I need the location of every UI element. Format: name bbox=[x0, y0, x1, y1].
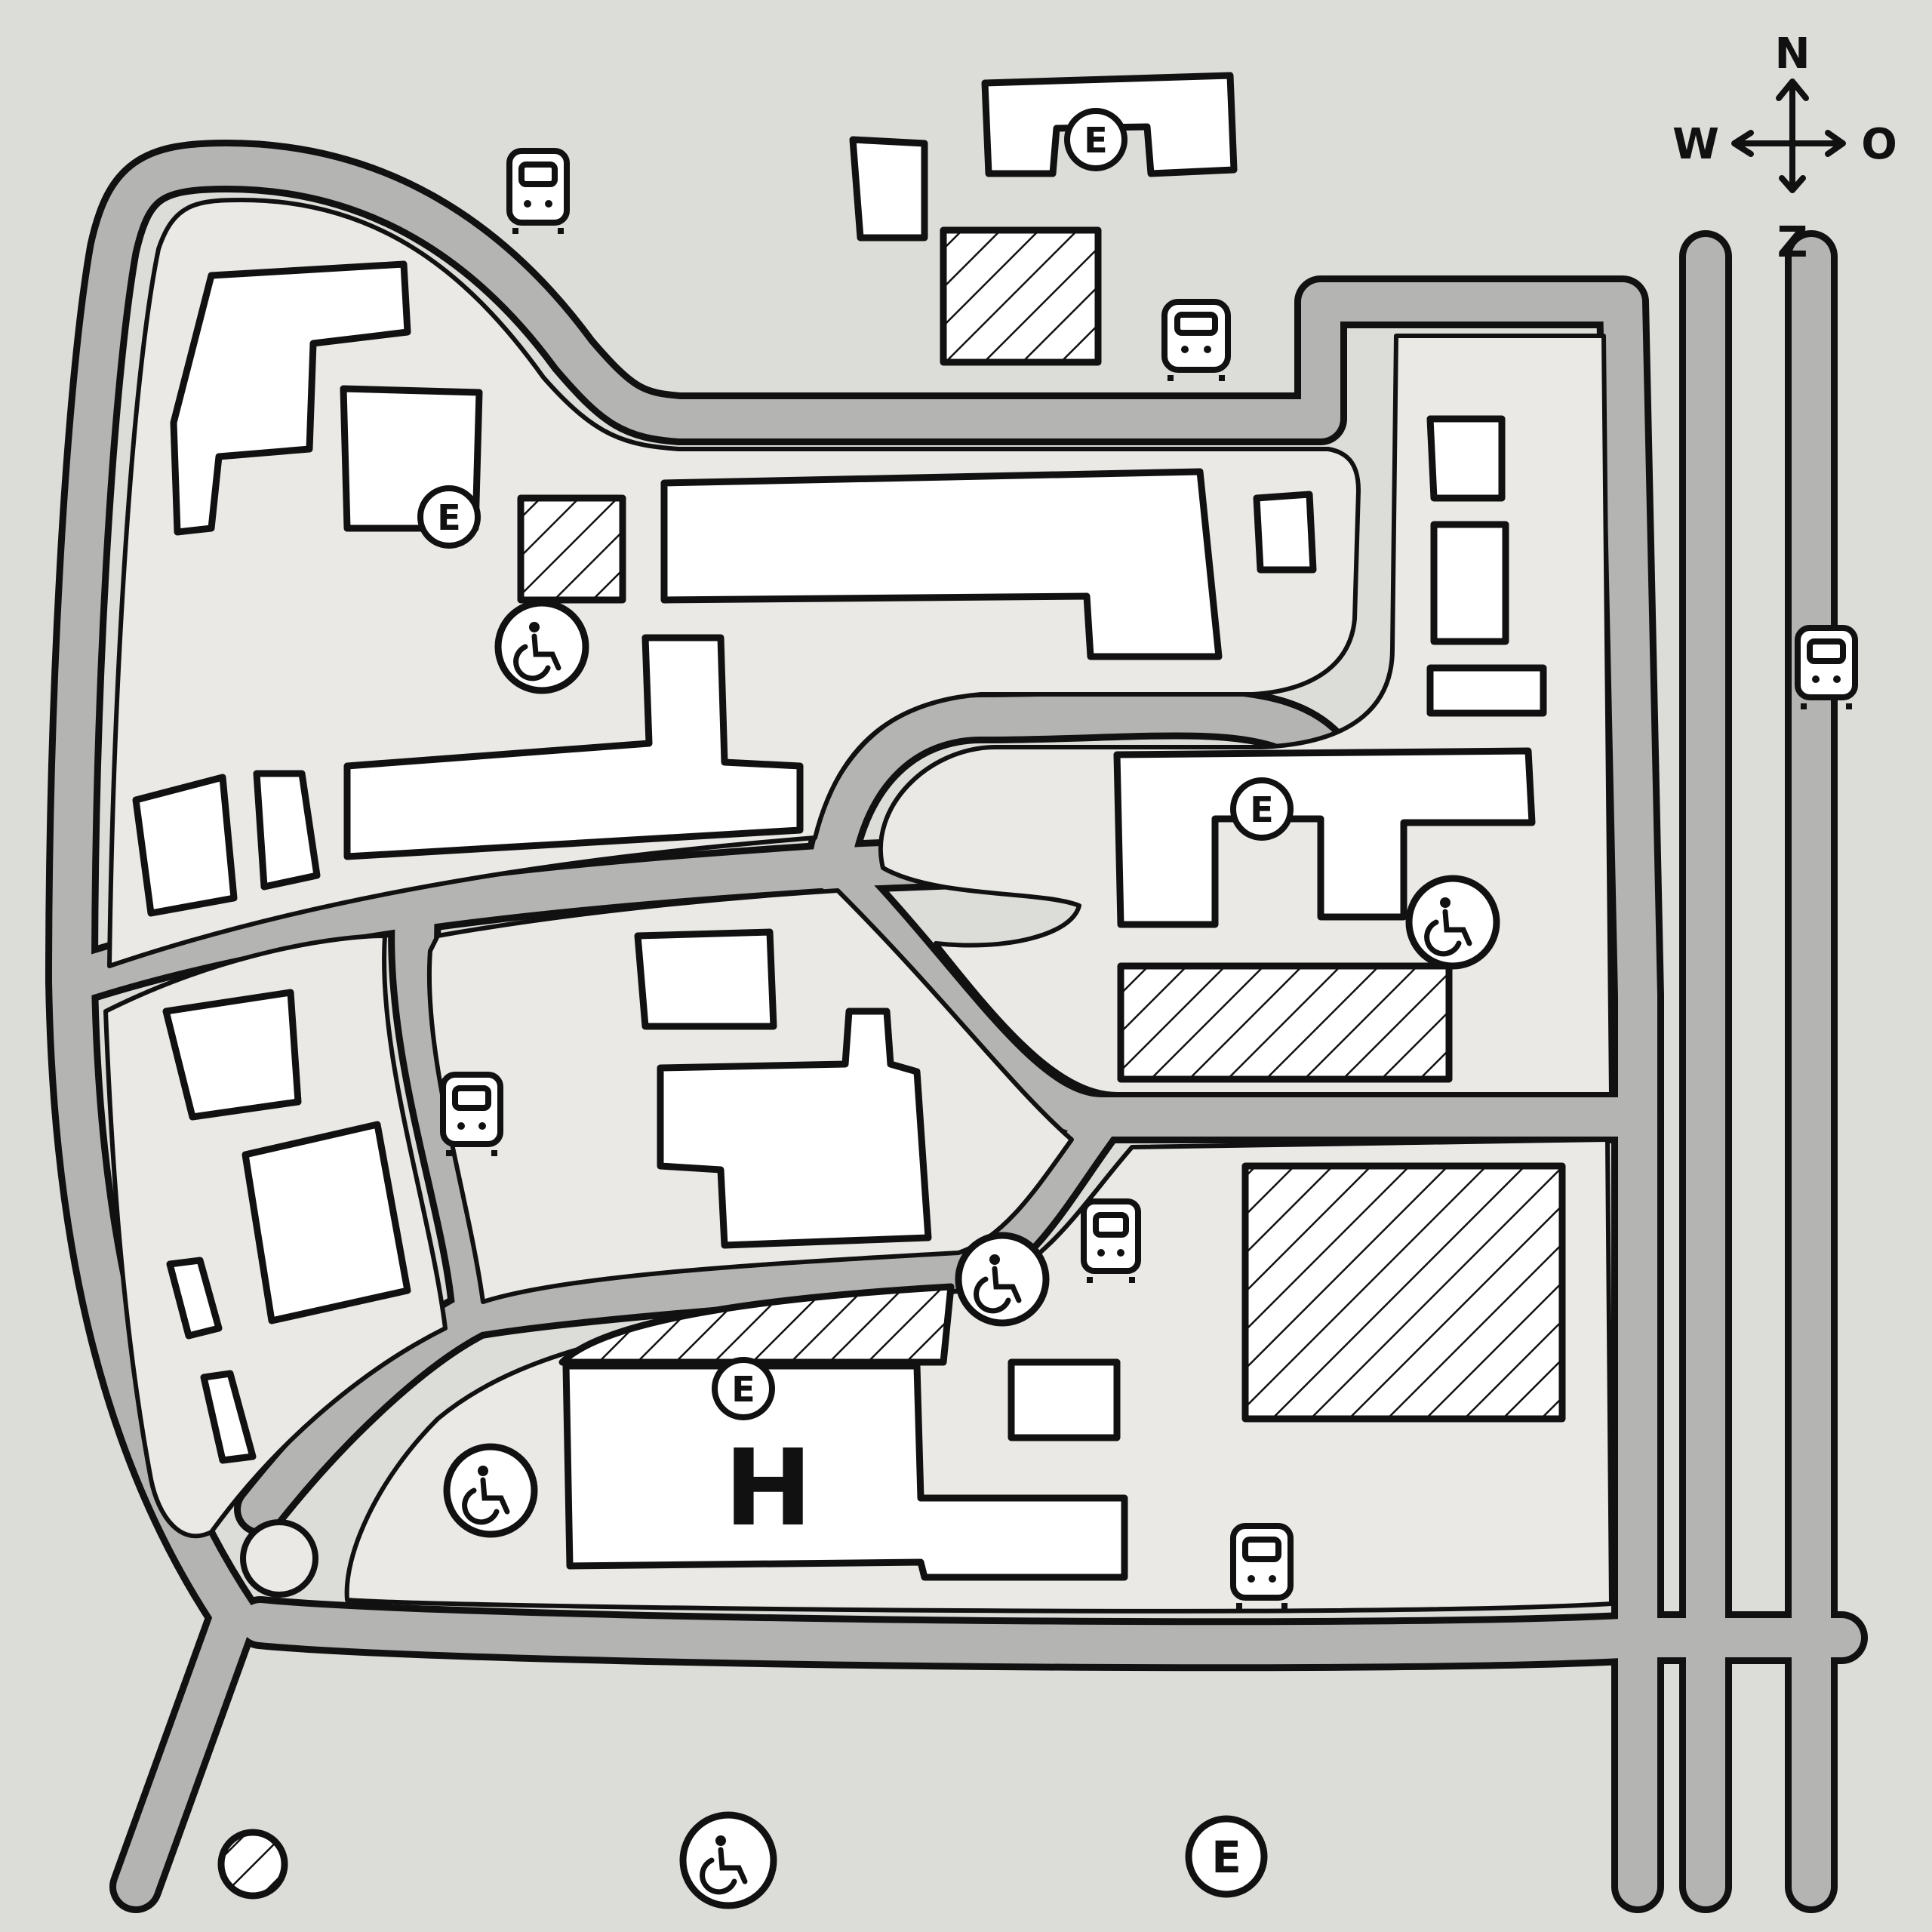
building-east-1 bbox=[1426, 415, 1506, 502]
building-row-2b bbox=[253, 770, 321, 891]
building-west-2 bbox=[242, 1121, 411, 1324]
elevator-markers: E E E E bbox=[417, 108, 1294, 1420]
building-row-2c bbox=[343, 634, 804, 860]
parking-southeast-large bbox=[1241, 1162, 1566, 1423]
building-north-tiny bbox=[1253, 491, 1317, 574]
svg-text:E: E bbox=[1084, 120, 1107, 161]
helipad-icon: H bbox=[724, 1427, 812, 1550]
bus-stop-icon bbox=[1161, 299, 1231, 381]
building-west-4 bbox=[200, 1370, 257, 1464]
bus-stop-icon bbox=[1795, 625, 1858, 709]
bus-stop-icon bbox=[1081, 1198, 1141, 1283]
parking-south bbox=[558, 1283, 955, 1366]
legend-parking bbox=[217, 1829, 288, 1900]
wheelchair-icon bbox=[1405, 875, 1500, 970]
svg-text:E: E bbox=[731, 1369, 755, 1410]
wheelchair-icon bbox=[443, 1443, 538, 1538]
building-row-2 bbox=[132, 774, 238, 917]
wheelchair-icon bbox=[955, 1232, 1050, 1327]
building-west-3 bbox=[166, 1257, 223, 1340]
legend-wheelchair bbox=[679, 1811, 777, 1909]
compass-icon: N W O Z bbox=[1672, 29, 1897, 267]
compass-north: N bbox=[1775, 29, 1810, 78]
legend-elevator: E bbox=[1185, 1815, 1268, 1898]
building-west-1 bbox=[162, 989, 302, 1121]
elevator-icon: E bbox=[417, 485, 481, 549]
wheelchair-icon bbox=[494, 599, 589, 694]
building-north-small bbox=[849, 136, 928, 242]
svg-text:E: E bbox=[437, 497, 460, 538]
building-hospital bbox=[562, 1362, 1128, 1581]
bus-stop-icon bbox=[506, 148, 570, 234]
compass-east: O bbox=[1861, 120, 1897, 169]
parking-lots bbox=[517, 226, 1566, 1423]
bus-stop-icon bbox=[440, 1072, 503, 1156]
svg-text:E: E bbox=[1250, 789, 1273, 830]
building-south-small bbox=[1008, 1358, 1121, 1441]
road-network bbox=[45, 140, 1868, 1913]
elevator-icon: E bbox=[1230, 777, 1294, 841]
buildings bbox=[132, 72, 1547, 1581]
building-east-2 bbox=[1430, 521, 1509, 645]
building-center-2 bbox=[657, 1008, 932, 1249]
parking-nw bbox=[517, 494, 626, 604]
parking-north bbox=[940, 226, 1102, 366]
legend: E bbox=[217, 1811, 1268, 1909]
bus-stop-markers bbox=[440, 148, 1858, 1609]
building-center-1 bbox=[634, 928, 777, 1030]
svg-text:H: H bbox=[724, 1427, 812, 1550]
building-nw-l-shape bbox=[170, 260, 411, 536]
svg-text:E: E bbox=[1211, 1832, 1241, 1883]
roundabout-island bbox=[240, 1519, 318, 1598]
elevator-icon: E bbox=[712, 1357, 775, 1420]
bus-stop-icon bbox=[1230, 1523, 1294, 1609]
elevator-icon: E bbox=[1064, 108, 1128, 171]
building-east-u bbox=[1113, 747, 1536, 928]
building-east-3 bbox=[1426, 664, 1547, 717]
wheelchair-markers bbox=[443, 599, 1500, 1538]
parking-east bbox=[1117, 962, 1453, 1083]
compass-south: Z bbox=[1777, 218, 1808, 267]
compass-west: W bbox=[1672, 120, 1719, 169]
building-row-1 bbox=[660, 468, 1223, 660]
